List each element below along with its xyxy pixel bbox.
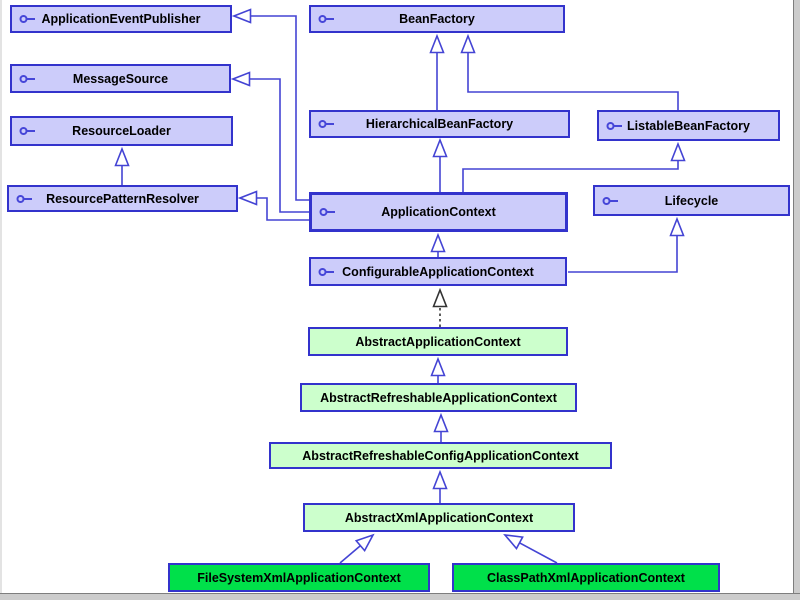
node-label: ClassPathXmlApplicationContext xyxy=(487,570,685,585)
interface-lollipop-icon xyxy=(606,121,622,130)
node-bean-factory[interactable]: BeanFactory xyxy=(309,5,565,33)
window-frame-bottom xyxy=(0,593,800,600)
node-abstract-xml-application-context[interactable]: AbstractXmlApplicationContext xyxy=(303,503,575,532)
interface-lollipop-icon xyxy=(318,120,334,128)
node-label: ResourcePatternResolver xyxy=(46,191,199,206)
window-frame-left xyxy=(0,0,2,600)
node-lifecycle[interactable]: Lifecycle xyxy=(593,185,790,216)
node-label: Lifecycle xyxy=(664,193,719,208)
node-abstract-application-context[interactable]: AbstractApplicationContext xyxy=(308,327,568,356)
node-resource-pattern-resolver[interactable]: ResourcePatternResolver xyxy=(7,185,238,212)
edge-applicationcontext-applicationeventpublisher xyxy=(234,16,309,201)
node-message-source[interactable]: MessageSource xyxy=(10,64,231,93)
edge-configurableapplicationcontext-lifecycle xyxy=(568,219,677,273)
interface-lollipop-icon xyxy=(19,15,35,23)
node-label: ConfigurableApplicationContext xyxy=(342,264,534,279)
node-label: AbstractRefreshableConfigApplicationCont… xyxy=(302,448,579,463)
edge-applicationcontext-messagesource xyxy=(233,79,309,213)
edge-classpathxml-abstractxml xyxy=(505,535,558,564)
node-abstract-refreshable-config-application-context[interactable]: AbstractRefreshableConfigApplicationCont… xyxy=(269,442,612,469)
interface-lollipop-icon xyxy=(19,74,35,83)
interface-lollipop-icon xyxy=(319,208,335,216)
node-label: ApplicationEventPublisher xyxy=(41,12,201,26)
node-application-event-publisher[interactable]: ApplicationEventPublisher xyxy=(10,5,232,33)
node-label: HierarchicalBeanFactory xyxy=(365,117,514,131)
edge-filesystemxml-abstractxml xyxy=(339,535,373,564)
interface-lollipop-icon xyxy=(602,196,618,205)
node-abstract-refreshable-application-context[interactable]: AbstractRefreshableApplicationContext xyxy=(300,383,577,412)
node-label: AbstractApplicationContext xyxy=(355,334,521,349)
node-label: MessageSource xyxy=(72,71,169,86)
node-label: ApplicationContext xyxy=(381,205,496,219)
node-listable-bean-factory[interactable]: ListableBeanFactory xyxy=(597,110,780,141)
node-label: ResourceLoader xyxy=(72,124,171,138)
node-label: ListableBeanFactory xyxy=(627,118,750,133)
interface-lollipop-icon xyxy=(19,127,35,135)
node-label: AbstractXmlApplicationContext xyxy=(344,510,534,525)
node-label: FileSystemXmlApplicationContext xyxy=(197,570,401,585)
window-frame-right xyxy=(793,0,800,600)
node-configurable-application-context[interactable]: ConfigurableApplicationContext xyxy=(309,257,567,286)
node-hierarchical-bean-factory[interactable]: HierarchicalBeanFactory xyxy=(309,110,570,138)
edge-applicationcontext-listablebeanfactory xyxy=(462,144,678,192)
node-label: BeanFactory xyxy=(399,12,475,26)
edge-listablebeanfactory-beanfactory xyxy=(468,36,679,110)
interface-lollipop-icon xyxy=(318,267,334,276)
edge-applicationcontext-resourcepatternresolver xyxy=(240,198,309,221)
node-application-context[interactable]: ApplicationContext xyxy=(309,192,568,232)
node-class-path-xml-application-context[interactable]: ClassPathXmlApplicationContext xyxy=(452,563,720,592)
node-file-system-xml-application-context[interactable]: FileSystemXmlApplicationContext xyxy=(168,563,430,592)
node-label: AbstractRefreshableApplicationContext xyxy=(320,390,557,405)
interface-lollipop-icon xyxy=(318,15,334,23)
interface-lollipop-icon xyxy=(16,194,32,203)
node-resource-loader[interactable]: ResourceLoader xyxy=(10,116,233,146)
